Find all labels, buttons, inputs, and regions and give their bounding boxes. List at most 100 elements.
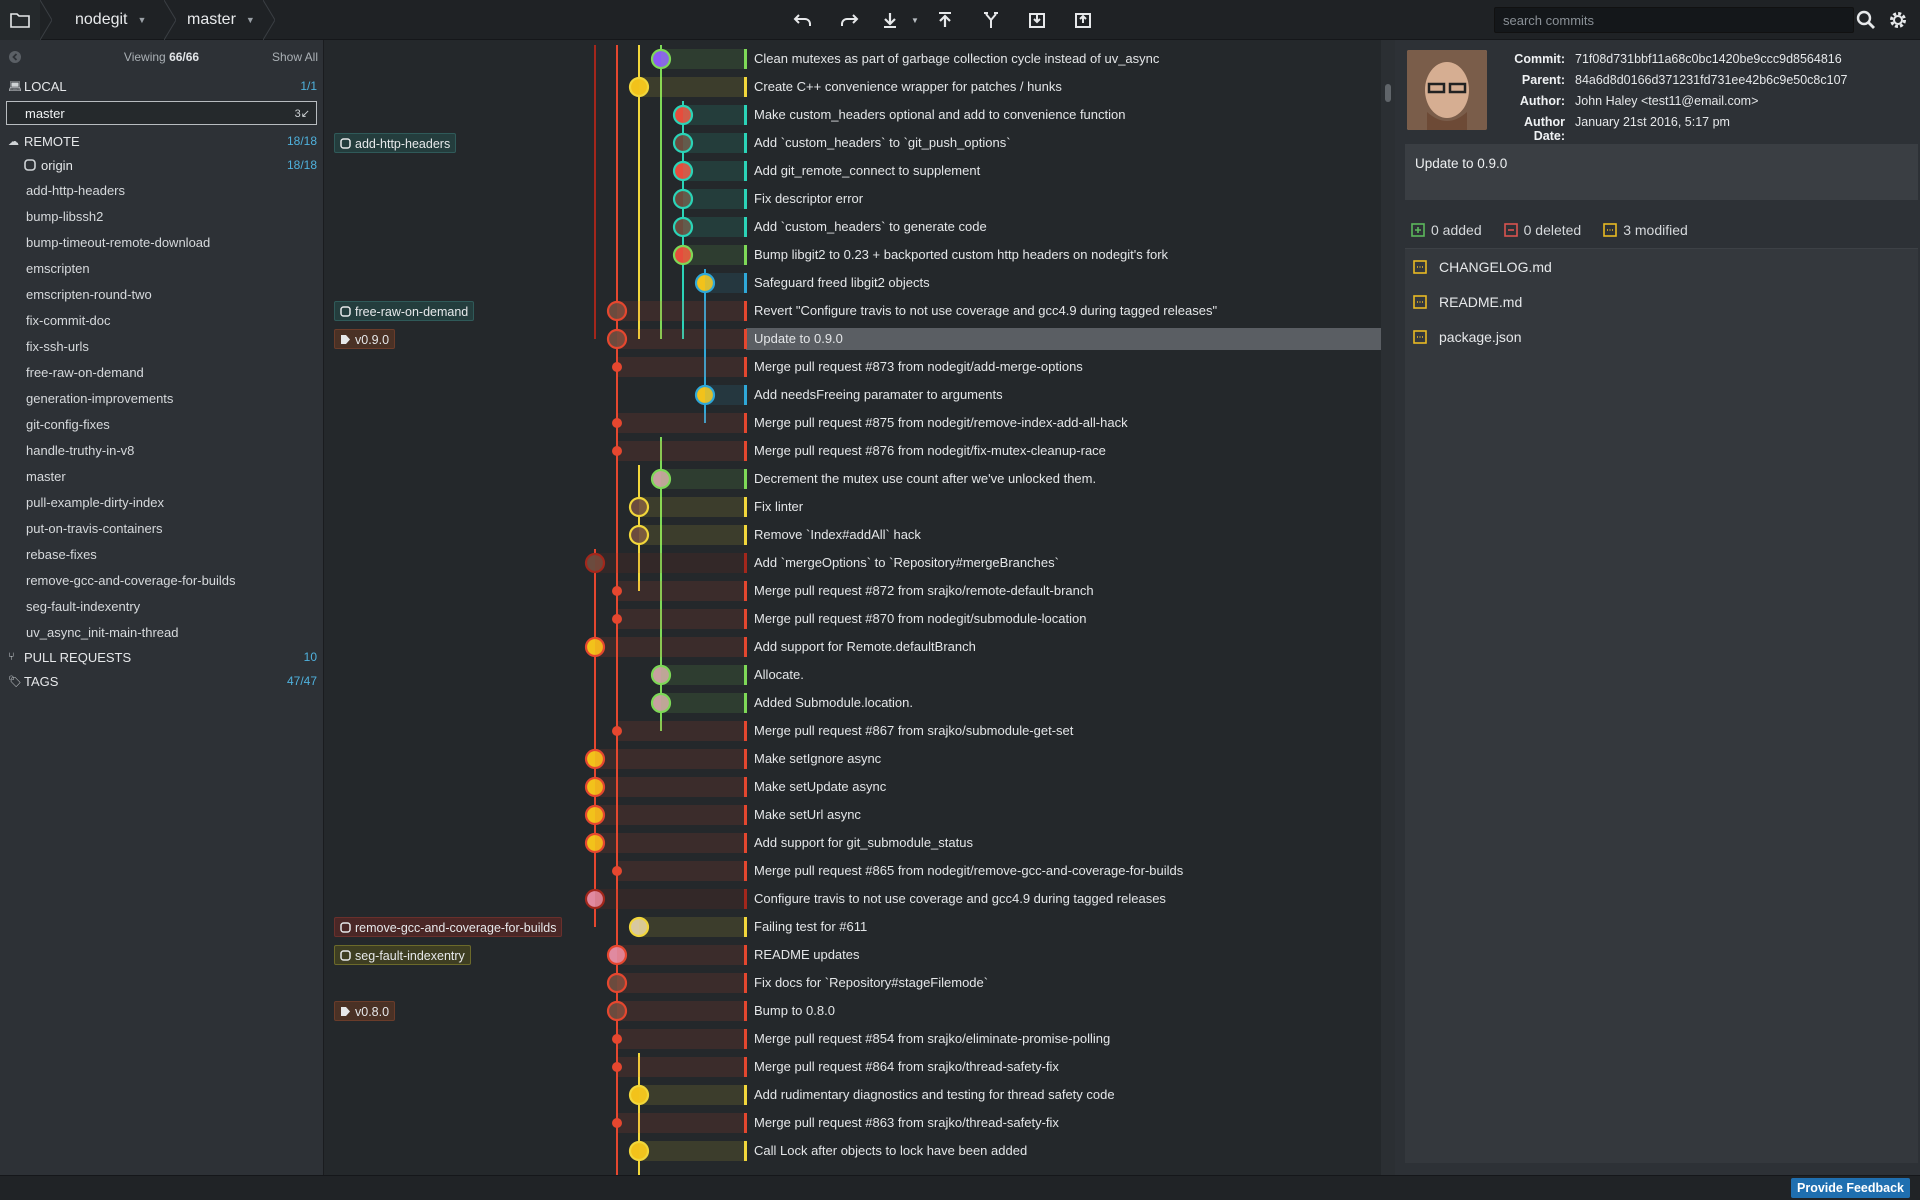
commit-avatar-node[interactable] (628, 1140, 650, 1162)
remote-branch-item[interactable]: free-raw-on-demand (26, 364, 144, 380)
repo-selector[interactable]: nodegit ▼ (75, 0, 146, 40)
commit-row[interactable]: Make setIgnore async (324, 745, 1381, 773)
commit-row[interactable]: Update to 0.9.0 (324, 325, 1381, 353)
commit-avatar-node[interactable] (584, 636, 606, 658)
remote-branch-item[interactable]: fix-ssh-urls (26, 338, 89, 354)
merge-commit-node[interactable] (612, 1118, 622, 1128)
commit-row[interactable]: Safeguard freed libgit2 objects (324, 269, 1381, 297)
merge-commit-node[interactable] (612, 1062, 622, 1072)
commit-avatar-node[interactable] (628, 1084, 650, 1106)
stash-button[interactable] (1014, 0, 1060, 40)
merge-commit-node[interactable] (612, 866, 622, 876)
remote-branch-item[interactable]: pull-example-dirty-index (26, 494, 164, 510)
search-commits-input[interactable] (1494, 7, 1854, 33)
remote-branch-item[interactable]: fix-commit-doc (26, 312, 111, 328)
commit-avatar-node[interactable] (584, 748, 606, 770)
commit-row[interactable]: Failing test for #611 (324, 913, 1381, 941)
commit-row[interactable]: Allocate. (324, 661, 1381, 689)
branch-ref-label[interactable]: remove-gcc-and-coverage-for-builds (334, 917, 563, 937)
commit-avatar-node[interactable] (694, 272, 716, 294)
commit-avatar-node[interactable] (672, 160, 694, 182)
commit-row[interactable]: Bump libgit2 to 0.23 + backported custom… (324, 241, 1381, 269)
remote-branch-item[interactable]: remove-gcc-and-coverage-for-builds (26, 572, 236, 588)
remote-branch-item[interactable]: add-http-headers (26, 182, 126, 198)
commit-row[interactable]: Add needsFreeing paramater to arguments (324, 381, 1381, 409)
section-local[interactable]: 💻︎ LOCAL 1/1 (0, 74, 323, 98)
commit-row[interactable]: Add support for Remote.defaultBranch (324, 633, 1381, 661)
commit-avatar-node[interactable] (584, 776, 606, 798)
changed-file-item[interactable]: README.md (1405, 284, 1918, 319)
remote-branch-item[interactable]: emscripten (26, 260, 90, 276)
commit-avatar-node[interactable] (650, 468, 672, 490)
commit-row[interactable]: Fix descriptor error (324, 185, 1381, 213)
commit-avatar-node[interactable] (628, 524, 650, 546)
commit-avatar-node[interactable] (584, 552, 606, 574)
remote-branch-item[interactable]: bump-libssh2 (26, 208, 104, 224)
commit-row[interactable]: Merge pull request #873 from nodegit/add… (324, 353, 1381, 381)
commit-row[interactable]: Fix linter (324, 493, 1381, 521)
commit-row[interactable]: Call Lock after objects to lock have bee… (324, 1137, 1381, 1165)
commit-row[interactable]: Merge pull request #876 from nodegit/fix… (324, 437, 1381, 465)
commit-avatar-node[interactable] (606, 328, 628, 350)
provide-feedback-button[interactable]: Provide Feedback (1791, 1178, 1910, 1198)
remote-branch-item[interactable]: uv_async_init-main-thread (26, 624, 179, 640)
commit-row[interactable]: Remove `Index#addAll` hack (324, 521, 1381, 549)
merge-commit-node[interactable] (612, 446, 622, 456)
commit-row[interactable]: Add rudimentary diagnostics and testing … (324, 1081, 1381, 1109)
commit-avatar-node[interactable] (672, 244, 694, 266)
section-remote[interactable]: ☁ REMOTE 18/18 (0, 129, 323, 153)
remote-branch-item[interactable]: generation-improvements (26, 390, 174, 406)
graph-scrollbar[interactable] (1385, 84, 1391, 102)
commit-avatar-node[interactable] (584, 804, 606, 826)
pull-button[interactable] (872, 0, 908, 40)
commit-row[interactable]: Add `custom_headers` to generate code (324, 213, 1381, 241)
remote-branch-item[interactable]: bump-timeout-remote-download (26, 234, 211, 250)
commit-row[interactable]: Add git_remote_connect to supplement (324, 157, 1381, 185)
parent-sha[interactable]: 84a6d8d0166d371231fd731ee42b6c9e50c8c107 (1575, 73, 1848, 87)
commit-row[interactable]: Merge pull request #864 from srajko/thre… (324, 1053, 1381, 1081)
commit-row[interactable]: Revert "Configure travis to not use cove… (324, 297, 1381, 325)
remote-origin[interactable]: origin 18/18 (0, 153, 323, 177)
commit-avatar-node[interactable] (672, 188, 694, 210)
branch-ref-label[interactable]: free-raw-on-demand (334, 301, 475, 321)
open-repo-button[interactable] (0, 0, 40, 40)
branch-ref-label[interactable]: add-http-headers (334, 133, 457, 153)
commit-row[interactable]: Merge pull request #870 from nodegit/sub… (324, 605, 1381, 633)
commit-avatar-node[interactable] (650, 664, 672, 686)
commit-row[interactable]: Decrement the mutex use count after we'v… (324, 465, 1381, 493)
commit-avatar-node[interactable] (650, 692, 672, 714)
commit-avatar-node[interactable] (606, 944, 628, 966)
commit-avatar-node[interactable] (584, 888, 606, 910)
commit-avatar-node[interactable] (584, 832, 606, 854)
undo-button[interactable] (780, 0, 826, 40)
remote-branch-item[interactable]: emscripten-round-two (26, 286, 152, 302)
commit-row[interactable]: Merge pull request #854 from srajko/elim… (324, 1025, 1381, 1053)
branch-selector[interactable]: master ▼ (187, 0, 255, 40)
commit-row[interactable]: Added Submodule.location. (324, 689, 1381, 717)
commit-avatar-node[interactable] (606, 972, 628, 994)
branch-button[interactable] (968, 0, 1014, 40)
branch-ref-label[interactable]: seg-fault-indexentry (334, 945, 471, 965)
remote-branch-item[interactable]: seg-fault-indexentry (26, 598, 141, 614)
remote-branch-item[interactable]: put-on-travis-containers (26, 520, 163, 536)
commit-row[interactable]: Add `custom_headers` to `git_push_option… (324, 129, 1381, 157)
collapse-panel-icon[interactable] (8, 50, 22, 64)
commit-row[interactable]: Clean mutexes as part of garbage collect… (324, 45, 1381, 73)
commit-row[interactable]: Add support for git_submodule_status (324, 829, 1381, 857)
merge-commit-node[interactable] (612, 586, 622, 596)
commit-row[interactable]: Configure travis to not use coverage and… (324, 885, 1381, 913)
merge-commit-node[interactable] (612, 614, 622, 624)
merge-commit-node[interactable] (612, 1034, 622, 1044)
commit-row[interactable]: Fix docs for `Repository#stageFilemode` (324, 969, 1381, 997)
commit-row[interactable]: Add `mergeOptions` to `Repository#mergeB… (324, 549, 1381, 577)
commit-sha[interactable]: 71f08d731bbf11a68c0bc1420be9ccc9d8564816 (1575, 52, 1842, 66)
tag-label[interactable]: v0.9.0 (334, 329, 396, 349)
commit-avatar-node[interactable] (606, 300, 628, 322)
remote-branch-item[interactable]: rebase-fixes (26, 546, 97, 562)
merge-commit-node[interactable] (612, 362, 622, 372)
commit-row[interactable]: Make setUrl async (324, 801, 1381, 829)
commit-row[interactable]: Merge pull request #865 from nodegit/rem… (324, 857, 1381, 885)
changed-file-item[interactable]: package.json (1405, 319, 1918, 354)
commit-avatar-node[interactable] (628, 76, 650, 98)
commit-row[interactable]: Merge pull request #863 from srajko/thre… (324, 1109, 1381, 1137)
